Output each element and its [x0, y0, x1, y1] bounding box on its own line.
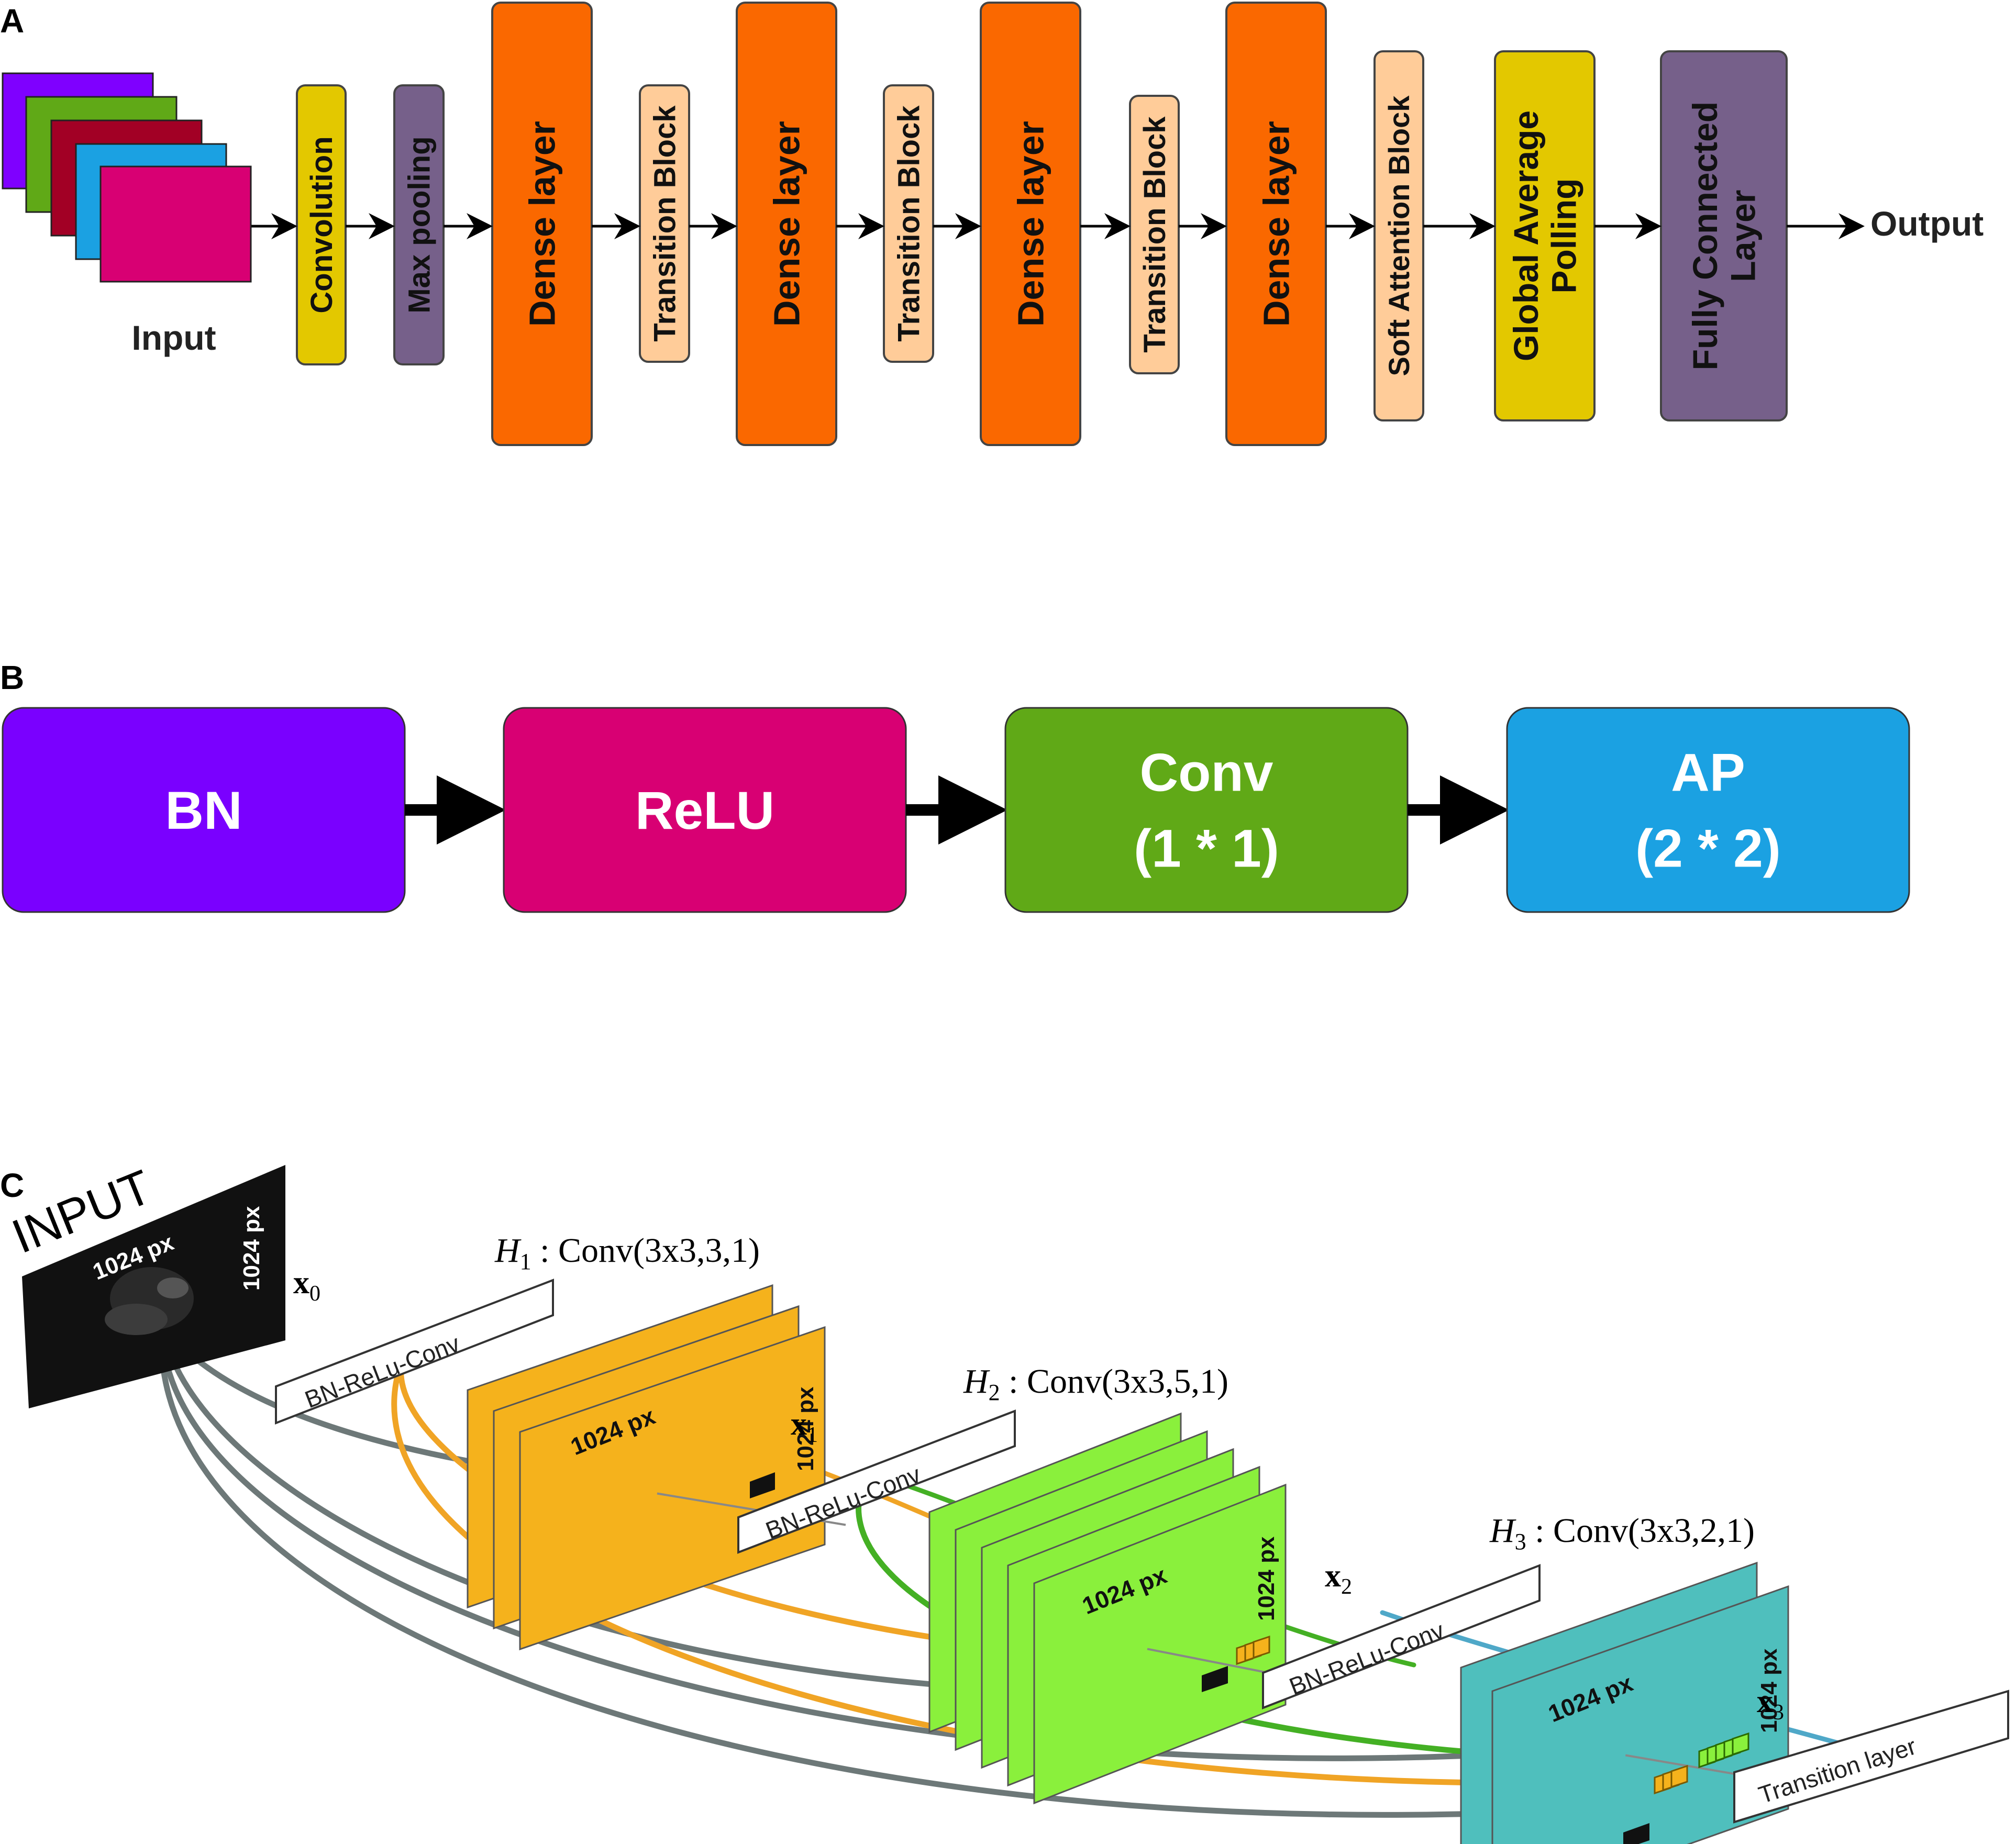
block-conv: Conv (1 * 1)	[1004, 707, 1409, 913]
svg-text:Dense layer: Dense layer	[1011, 121, 1051, 327]
block-soft-attention-block: Soft Attention Block	[1373, 50, 1424, 421]
input-image-layer	[99, 165, 252, 283]
feature-map-px-vertical: 1024 px	[1756, 1648, 1782, 1733]
panel-a: A Input Convolution Max pooling Dense laye…	[0, 2, 1984, 446]
x2-label: x2	[1325, 1558, 1352, 1599]
input-px-vertical: 1024 px	[239, 1206, 264, 1291]
panel-c: C INPUT 1024 px 1024 px x0 1024	[0, 1160, 2009, 1844]
input-label: Input	[131, 318, 216, 357]
feature-map	[1491, 1585, 1789, 1844]
block-dense-layer: Dense layer	[736, 2, 837, 446]
input-image	[22, 1165, 285, 1408]
h3-title: H3 : Conv(3x3,2,1)	[1489, 1512, 1755, 1554]
input-image-stack	[2, 72, 252, 283]
feature-map	[519, 1326, 826, 1651]
h1-title: H1 : Conv(3x3,3,1)	[494, 1231, 760, 1274]
output-label: Output	[1870, 204, 1984, 243]
svg-text:Fully ConnectedLayer: Fully ConnectedLayer	[1686, 102, 1763, 370]
panel-b-blocks: BN ReLU Conv (1 * 1) AP (2 * 2)	[2, 707, 1910, 913]
svg-text:Dense layer: Dense layer	[767, 121, 807, 327]
block-transition-block: Transition Block	[883, 84, 934, 363]
block-dense-layer: Dense layer	[980, 2, 1081, 446]
svg-text:Transition Block: Transition Block	[1138, 116, 1172, 353]
block-transition-block: Transition Block	[639, 84, 690, 363]
feature-map-px-vertical: 1024 px	[793, 1386, 818, 1471]
block-bn: BN	[2, 707, 406, 913]
connection-x0-h3-b	[159, 1321, 1637, 1818]
svg-text:Soft Attention Block: Soft Attention Block	[1382, 95, 1415, 376]
svg-text:(2 * 2): (2 * 2)	[1635, 819, 1781, 879]
svg-text:Global AveragePolling: Global AveragePolling	[1507, 110, 1583, 361]
svg-text:Conv: Conv	[1140, 743, 1273, 803]
panel-c-label: C	[0, 1167, 24, 1204]
block-transition-block: Transition Block	[1129, 95, 1180, 374]
svg-text:(1 * 1): (1 * 1)	[1134, 819, 1279, 879]
feature-map-px-vertical: 1024 px	[1254, 1536, 1279, 1621]
svg-text:BN: BN	[165, 781, 242, 840]
svg-text:Dense layer: Dense layer	[1256, 121, 1297, 327]
x3-label: x3	[1757, 1684, 1784, 1725]
block-convolution: Convolution	[296, 84, 347, 365]
svg-text:Dense layer: Dense layer	[522, 121, 563, 327]
block-relu: ReLU	[503, 707, 907, 913]
block-fully-connected-layer: Fully ConnectedLayer	[1660, 50, 1788, 421]
block-ap: AP (2 * 2)	[1506, 707, 1910, 913]
svg-text:Convolution: Convolution	[305, 136, 339, 313]
svg-text:Transition Block: Transition Block	[892, 105, 926, 342]
block-dense-layer: Dense layer	[491, 2, 593, 446]
panel-b-label: B	[0, 659, 24, 696]
panel-a-label: A	[0, 2, 24, 40]
connection-x1-h3	[391, 1342, 1668, 1786]
h2-title: H2 : Conv(3x3,5,1)	[963, 1362, 1228, 1405]
block-dense-layer: Dense layer	[1225, 2, 1327, 446]
connection-x0-h3-a	[159, 1321, 1653, 1761]
svg-text:Transition Block: Transition Block	[648, 105, 682, 342]
concat-glyphs	[750, 1472, 1749, 1844]
panel-a-blocks: Convolution Max pooling Dense layer Transit…	[296, 2, 1788, 446]
block-global-average-polling: Global AveragePolling	[1494, 50, 1596, 421]
block-max-pooling: Max pooling	[393, 84, 445, 365]
feature-map	[1033, 1483, 1287, 1805]
svg-text:AP: AP	[1671, 743, 1745, 803]
svg-text:ReLU: ReLU	[635, 781, 774, 840]
x0-label: x0	[293, 1265, 320, 1306]
svg-text:Max pooling: Max pooling	[402, 136, 436, 313]
x1-label: x1	[791, 1406, 818, 1447]
panel-b: B BN ReLU Conv (1 * 1) AP (2 * 2)	[0, 659, 1910, 913]
